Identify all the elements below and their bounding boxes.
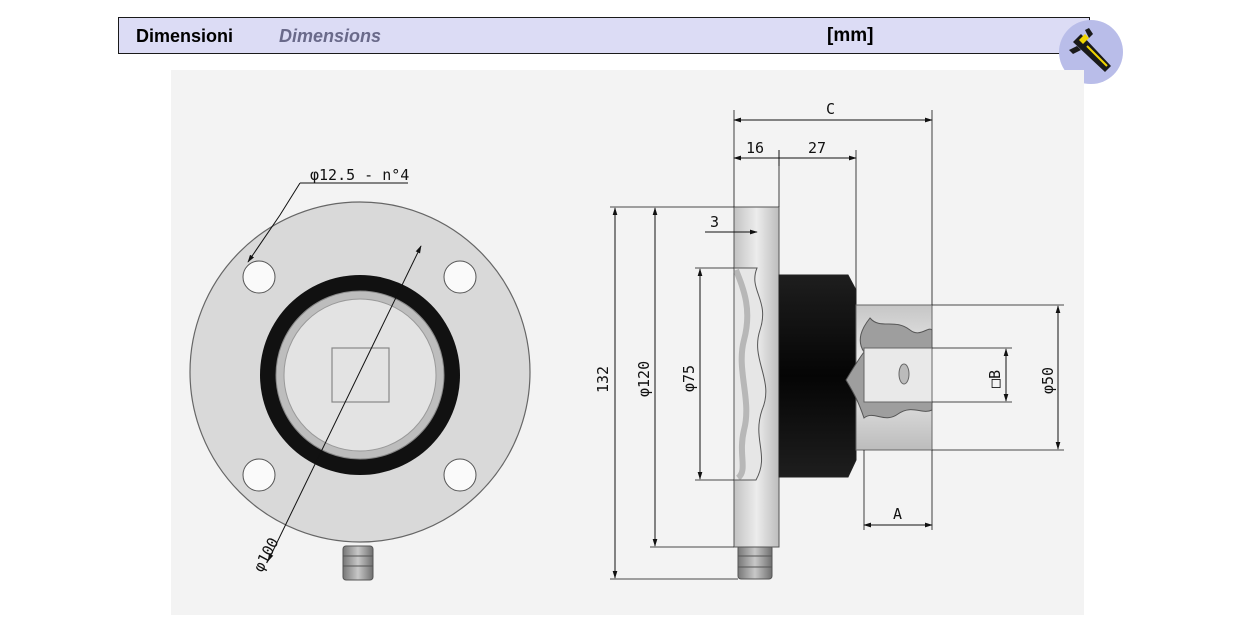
dim-132-label: 132 bbox=[594, 366, 612, 393]
holes-label: φ12.5 - n°4 bbox=[310, 166, 409, 184]
dim-120-label: φ120 bbox=[635, 361, 653, 397]
dim-c-label: C bbox=[826, 100, 835, 118]
dim-16-label: 16 bbox=[746, 139, 764, 157]
drawing-svg: φ12.5 - n°4 φ100 bbox=[189, 100, 1064, 581]
front-view: φ12.5 - n°4 φ100 bbox=[189, 166, 531, 581]
connector-side bbox=[737, 544, 773, 580]
dim-75-label: φ75 bbox=[680, 365, 698, 392]
bolt-hole bbox=[242, 260, 276, 294]
technical-drawing: φ12.5 - n°4 φ100 bbox=[171, 70, 1084, 615]
header-title: Dimensioni bbox=[136, 26, 234, 46]
dim-27-label: 27 bbox=[808, 139, 826, 157]
header-subtitle: Dimensions bbox=[279, 26, 382, 46]
bolt-hole bbox=[443, 458, 477, 492]
bolt-circle-label: φ100 bbox=[250, 535, 283, 575]
dim-50-label: φ50 bbox=[1039, 367, 1057, 394]
sensor-body bbox=[778, 274, 857, 478]
side-view: C 16 27 3 132 φ120 φ75 bbox=[594, 100, 1064, 580]
header-bar: Dimensioni Dimensions [mm] bbox=[118, 17, 1090, 54]
caliper-icon bbox=[1069, 28, 1111, 72]
connector-front bbox=[342, 545, 374, 581]
dim-a-label: A bbox=[893, 505, 902, 523]
bolt-hole bbox=[242, 458, 276, 492]
dim-b-label: □B bbox=[986, 370, 1004, 388]
header-unit: [mm] bbox=[827, 25, 874, 46]
bolt-hole bbox=[443, 260, 477, 294]
dim-3-label: 3 bbox=[710, 213, 719, 231]
